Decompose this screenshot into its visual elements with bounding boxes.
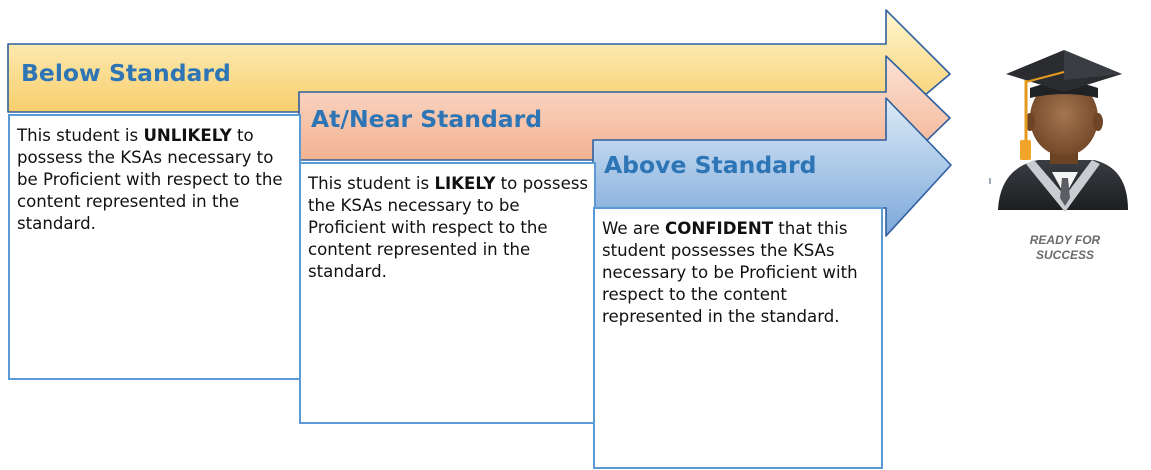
description-text: to possess the KSAs necessary to be Prof… [308,174,589,281]
description-emphasis: CONFIDENT [665,219,774,238]
caption-line-2: SUCCESS [1035,248,1094,262]
caption-line-1: READY FOR [1029,233,1101,247]
description-text: to possess the KSAs necessary to be Prof… [17,126,283,233]
description-text: that this student possesses the KSAs nec… [602,219,858,326]
above-standard-title: Above Standard [604,151,817,179]
graduate-icon [998,50,1128,212]
description-lead: This student is [17,126,144,145]
below-standard-title: Below Standard [21,59,231,87]
ready-for-success-caption: READY FOR SUCCESS [1005,233,1125,263]
at-near-standard-description: This student is LIKELY to possess the KS… [299,162,596,424]
above-standard-description: We are CONFIDENT that this student posse… [593,207,883,469]
below-standard-description: This student is UNLIKELY to possess the … [8,114,301,380]
description-lead: This student is [308,174,435,193]
description-emphasis: LIKELY [434,174,496,193]
description-emphasis: UNLIKELY [143,126,232,145]
description-lead: We are [602,219,666,238]
at-near-standard-title: At/Near Standard [311,105,543,133]
